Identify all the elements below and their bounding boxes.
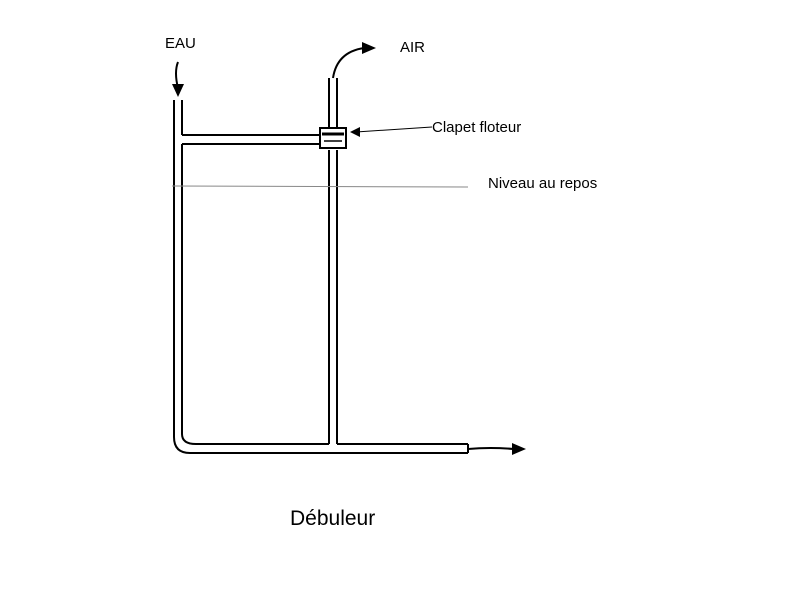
float-valve-leader — [350, 126, 433, 137]
label-rest-level: Niveau au repos — [488, 175, 597, 192]
label-float-valve: Clapet floteur — [432, 119, 521, 136]
label-water-in: EAU — [165, 35, 196, 52]
rest-level-line — [171, 185, 469, 188]
air-outlet-arrow — [332, 42, 376, 79]
left-pipe-outer-wall — [173, 100, 468, 454]
diagram-title: Débuleur — [290, 507, 375, 530]
float-valve-housing — [319, 127, 347, 149]
pipe-system — [173, 78, 469, 454]
left-pipe-inner-wall-lower — [181, 144, 329, 445]
label-air-out: AIR — [400, 39, 425, 56]
outlet-flow-arrow — [467, 443, 526, 455]
water-inlet-arrow — [172, 61, 184, 97]
float-valve — [319, 127, 347, 149]
